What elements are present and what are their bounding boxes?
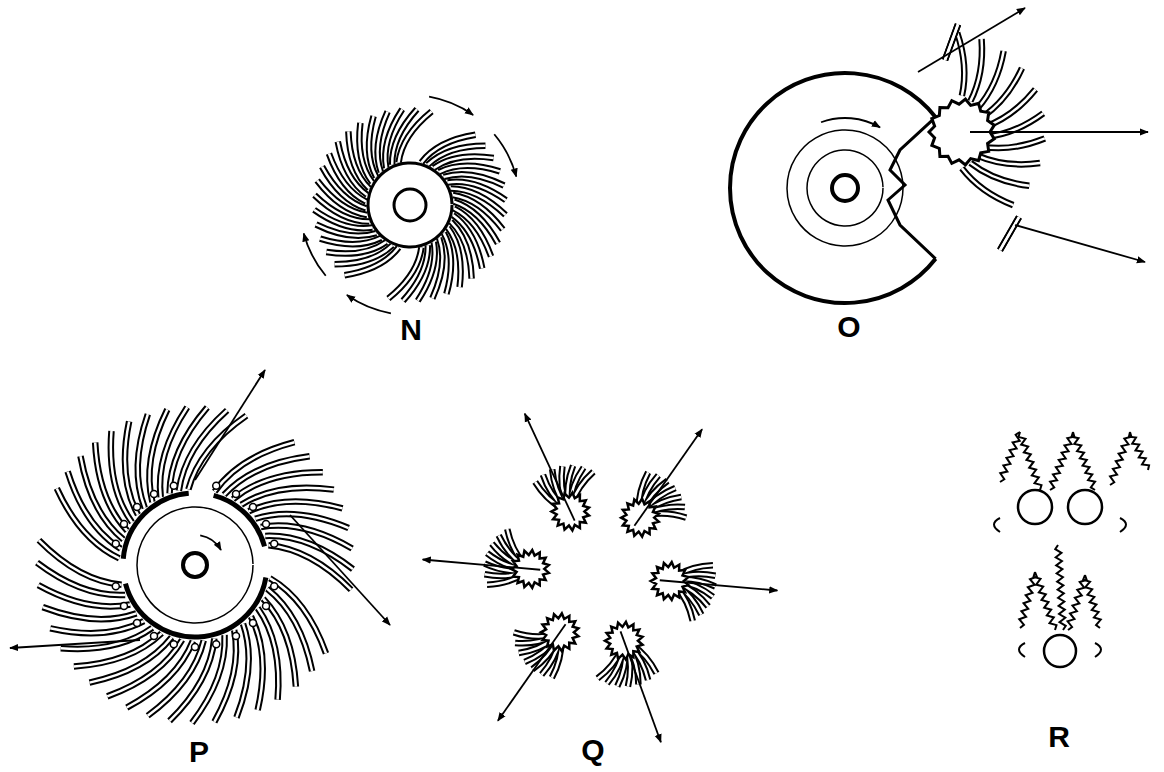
figure-n [304, 97, 517, 314]
outline-arc [214, 495, 265, 546]
pore [170, 482, 177, 489]
figure-o [730, 8, 1148, 303]
hub-circle [1018, 490, 1052, 524]
pore [151, 490, 158, 497]
cilium-line [1055, 545, 1066, 630]
bristle-fan [215, 442, 353, 590]
motion-arrow [525, 414, 575, 521]
torn-edge [888, 117, 936, 259]
outline-arc [368, 163, 452, 247]
bristle-fan [314, 109, 431, 275]
figure-r [994, 432, 1149, 667]
panel-label: Q [581, 735, 604, 765]
pore [263, 521, 270, 528]
motion-arrow [498, 624, 566, 721]
pore [271, 540, 278, 547]
pore [249, 619, 256, 626]
pore [112, 583, 119, 590]
hub-circle [1068, 490, 1102, 524]
figure-q [423, 414, 778, 743]
hook-curve [1019, 643, 1025, 657]
outline-arc [730, 73, 936, 303]
pore [192, 644, 199, 651]
bristle-fan [388, 135, 505, 301]
outline-arc [123, 493, 188, 558]
panel-label: R [1048, 722, 1070, 752]
motion-arrow [660, 580, 778, 590]
cilium-line [1019, 572, 1037, 628]
motion-arrow [429, 97, 473, 115]
cilium-line [1068, 575, 1087, 630]
cilium-line [1072, 432, 1095, 490]
hub-circle [183, 553, 207, 577]
pore [263, 603, 270, 610]
pore [112, 540, 119, 547]
motion-arrow [423, 559, 541, 569]
cilium-line [1033, 572, 1056, 630]
motion-arrow [1015, 225, 1145, 262]
figure-p [10, 370, 390, 723]
outline-arc [125, 578, 265, 637]
cilium-line [1110, 432, 1131, 485]
bristle-fan [57, 407, 247, 558]
hook-curve [1095, 643, 1101, 657]
pore [213, 482, 220, 489]
cilium-line [1050, 432, 1074, 490]
pore [233, 490, 240, 497]
motion-arrow [494, 134, 516, 176]
cilium-line [1000, 432, 1020, 482]
motion-arrow [195, 370, 265, 480]
pore [151, 633, 158, 640]
panel-label: O [837, 312, 860, 342]
outline-arc [807, 150, 883, 226]
motion-arrow [290, 515, 390, 625]
outline-arc [137, 507, 253, 623]
pore [233, 633, 240, 640]
bristle-fan [37, 540, 326, 723]
pore [213, 641, 220, 648]
motion-arrow [634, 429, 702, 526]
pore [120, 521, 127, 528]
pore [249, 504, 256, 511]
motion-arrow [304, 233, 326, 275]
motion-arrow [200, 535, 221, 550]
pore [170, 641, 177, 648]
hub-circle [1044, 635, 1076, 667]
cilium-line [1018, 432, 1041, 490]
pore [120, 603, 127, 610]
motion-arrow [621, 631, 661, 742]
outline-arc [787, 130, 903, 246]
motion-arrow [821, 118, 880, 127]
cilium-line [1083, 575, 1101, 628]
panel-label: P [189, 737, 209, 767]
cilium-line [1129, 432, 1149, 470]
motion-arrow [918, 8, 1025, 72]
pore [271, 583, 278, 590]
hook-curve [1120, 518, 1126, 532]
hub-circle [394, 189, 426, 221]
pore [134, 504, 141, 511]
motion-arrow [347, 295, 391, 313]
hook-curve [994, 518, 1000, 532]
pore [134, 619, 141, 626]
motion-arrow [970, 131, 1148, 133]
bristle-fan [1000, 217, 1019, 250]
panel-label: N [400, 315, 422, 345]
hub-circle [832, 175, 858, 201]
motion-arrow [10, 640, 140, 648]
